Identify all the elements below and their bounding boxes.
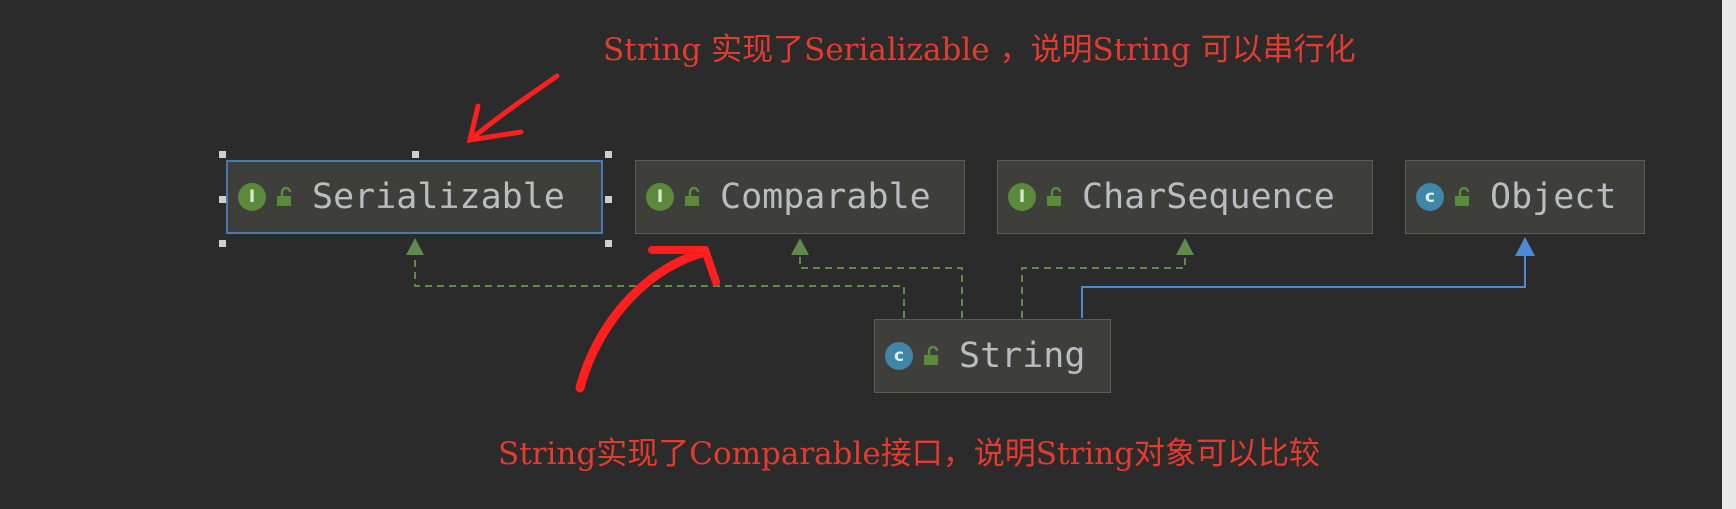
selection-handle[interactable] bbox=[605, 151, 612, 158]
node-label: Comparable bbox=[720, 177, 931, 217]
edge-string-charsequence bbox=[1021, 250, 1186, 318]
node-charsequence[interactable]: I CharSequence bbox=[997, 160, 1373, 234]
unlock-icon bbox=[1455, 186, 1470, 206]
annotation-arrow-bottom bbox=[575, 247, 710, 393]
interface-icon: I bbox=[1008, 183, 1036, 211]
class-icon: c bbox=[885, 342, 913, 370]
selection-handle[interactable] bbox=[605, 240, 612, 247]
node-comparable[interactable]: I Comparable bbox=[635, 160, 965, 234]
edge-string-object bbox=[1081, 254, 1526, 318]
interface-icon: I bbox=[646, 183, 674, 211]
window-edge bbox=[1722, 0, 1736, 509]
annotation-top: String 实现了Serializable ，说明String 可以串行化 bbox=[603, 32, 1356, 68]
unlock-icon bbox=[1047, 186, 1062, 206]
selection-handle[interactable] bbox=[605, 196, 612, 203]
arrowhead-object bbox=[1515, 237, 1535, 256]
node-object[interactable]: c Object bbox=[1405, 160, 1645, 234]
node-label: Object bbox=[1490, 177, 1617, 217]
unlock-icon bbox=[924, 345, 939, 365]
interface-icon: I bbox=[238, 183, 266, 211]
annotation-bottom: String实现了Comparable接口，说明String对象可以比较 bbox=[498, 436, 1320, 472]
node-string[interactable]: c String bbox=[874, 319, 1111, 393]
annotation-arrow-top-head bbox=[466, 103, 524, 144]
node-label: Serializable bbox=[312, 177, 565, 217]
node-label: CharSequence bbox=[1082, 177, 1335, 217]
unlock-icon bbox=[277, 186, 292, 206]
selection-handle[interactable] bbox=[219, 196, 226, 203]
arrowhead-comparable bbox=[791, 238, 809, 255]
selection-handle[interactable] bbox=[219, 240, 226, 247]
unlock-icon bbox=[685, 186, 700, 206]
arrowhead-charsequence bbox=[1176, 238, 1194, 255]
node-label: String bbox=[959, 336, 1086, 376]
edge-string-serializable bbox=[414, 250, 905, 318]
selection-handle[interactable] bbox=[412, 151, 419, 158]
annotation-arrow-bottom-head bbox=[648, 246, 720, 286]
class-icon: c bbox=[1416, 183, 1444, 211]
annotation-arrow-top bbox=[467, 73, 560, 143]
arrowhead-serializable bbox=[406, 238, 424, 255]
node-serializable[interactable]: I Serializable bbox=[226, 160, 603, 234]
selection-handle[interactable] bbox=[219, 151, 226, 158]
edge-string-comparable bbox=[799, 250, 963, 318]
